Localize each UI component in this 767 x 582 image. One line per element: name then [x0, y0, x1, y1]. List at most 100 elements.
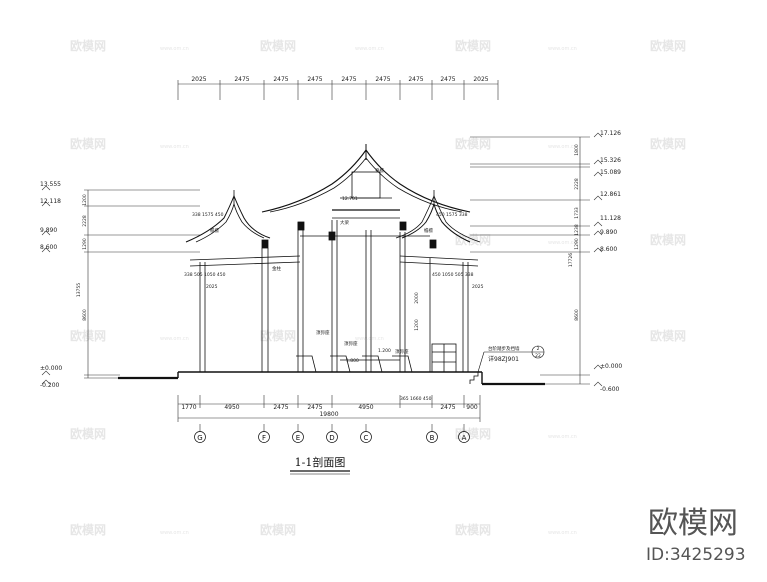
eave-dim: 2025	[472, 284, 484, 290]
watermark: 欧模网	[455, 38, 491, 53]
level-label: ±0.000	[600, 363, 622, 370]
top-dimension-chain	[177, 80, 499, 100]
watermark: 欧模网	[70, 426, 106, 441]
axis-label: F	[262, 434, 266, 442]
watermark: 欧模网	[260, 328, 296, 343]
axis-bubble	[360, 431, 372, 443]
callout-num: 2	[537, 346, 540, 352]
baseboard-label: 须弥座	[344, 340, 358, 347]
level-label: 9.890	[40, 227, 57, 234]
dim-label: 4950	[224, 404, 239, 411]
vert-dim: 17726	[568, 253, 574, 267]
level-label: -0.600	[600, 386, 620, 393]
dim-label: 1770	[181, 404, 196, 411]
dim-label: 2475	[375, 76, 390, 83]
watermark-url: www.om.cn	[548, 46, 577, 52]
detail-dims: 450 1050 505 338	[432, 272, 474, 278]
mid-level: 1.200	[378, 348, 391, 354]
level-label: 12.118	[40, 198, 61, 205]
vert-dim: 1200	[82, 194, 88, 206]
watermark: 欧模网	[455, 426, 491, 441]
watermark-url: www.om.cn	[355, 46, 384, 52]
vert-dim: 1290	[574, 238, 580, 250]
vert-dim: 1733	[574, 207, 580, 219]
dim-label: 2475	[307, 76, 322, 83]
dim-label: 2475	[234, 76, 249, 83]
watermark: 欧模网	[650, 136, 686, 151]
dim-label: 2025	[191, 76, 206, 83]
ridge-label: 脊檩	[375, 167, 384, 174]
brand-corner: 欧模网 ID:3425293	[646, 506, 746, 565]
vert-dim: 2228	[82, 215, 88, 227]
watermark: 欧模网	[260, 38, 296, 53]
vert-dim: 2000	[414, 292, 420, 304]
watermark: 欧模网	[70, 136, 106, 151]
vert-dim: 1290	[82, 238, 88, 250]
dim-label: 2475	[440, 76, 455, 83]
dim-label: 2475	[273, 404, 288, 411]
level-label: 11.128	[600, 215, 621, 222]
vert-dim: 13755	[76, 283, 82, 297]
watermark: 欧模网	[455, 136, 491, 151]
detail-dims: 338 505 1050 450	[184, 272, 226, 278]
building-section	[118, 144, 545, 386]
axis-bubble	[194, 431, 206, 443]
watermark: 欧模网	[70, 522, 106, 537]
callout-num: 22	[535, 353, 541, 359]
vert-dim: 2228	[574, 178, 580, 190]
vert-dim: 1238	[574, 224, 580, 236]
watermark-layer: 欧模网 欧模网 欧模网 欧模网 欧模网 欧模网 欧模网 欧模网 欧模网 欧模网 …	[70, 38, 686, 537]
column-label: 金柱	[272, 265, 281, 272]
axis-labels: G F E D C B A	[197, 434, 466, 442]
eave-dim: 2025	[206, 284, 218, 290]
axis-label: D	[329, 434, 334, 442]
dim-label: 2475	[408, 76, 423, 83]
section-title: 1-1剖面图	[295, 455, 346, 469]
stair-callout: 台阶踏步及挡墙 详98ZJ901 2 22	[477, 345, 545, 373]
right-level-labels: 17.126 15.326 15.089 12.861 11.128 9.890…	[568, 130, 622, 393]
dim-label: 2475	[341, 76, 356, 83]
level-label: 13.555	[40, 181, 61, 188]
axis-label: E	[296, 434, 300, 442]
level-label: 17.126	[600, 130, 621, 137]
watermark-url: www.om.cn	[355, 336, 384, 342]
callout-text: 台阶踏步及挡墙	[488, 345, 520, 352]
mid-level: 1.800	[346, 358, 359, 364]
level-label: ±0.000	[40, 365, 62, 372]
building-annotations: 檐檩 檐檩 脊檩 大梁 金柱 须弥座 须弥座 须弥座 12.701 1.800 …	[184, 167, 484, 364]
dim-label: 2475	[273, 76, 288, 83]
level-label: 9.890	[600, 229, 617, 236]
detail-dims: 450 1575 338	[436, 212, 468, 218]
watermark-url: www.om.cn	[160, 144, 189, 150]
level-label: 8.600	[40, 244, 57, 251]
watermark-url: www.om.cn	[548, 530, 577, 536]
baseboard-label: 须弥座	[395, 348, 409, 355]
watermark: 欧模网	[455, 522, 491, 537]
baseboard-label: 须弥座	[316, 329, 330, 336]
level-label: -0.200	[40, 382, 60, 389]
detail-dims: 338 1575 450	[192, 212, 224, 218]
axis-bubble	[258, 431, 270, 443]
dim-label: 4950	[358, 404, 373, 411]
dim-label: 2475	[440, 404, 455, 411]
total-width: 19800	[319, 411, 338, 418]
right-elevation-scale	[470, 132, 603, 387]
watermark-url: www.om.cn	[160, 46, 189, 52]
left-elevation-scale	[41, 185, 200, 385]
ridge-level: 12.701	[342, 196, 358, 202]
top-dimension-labels: 2025 2475 2475 2475 2475 2475 2475 2475 …	[191, 76, 488, 83]
bottom-dimension-labels: 1770 4950 2475 2475 4950 2475 900 365 16…	[181, 396, 478, 418]
watermark-url: www.om.cn	[548, 240, 577, 246]
bottom-dimension-chain	[177, 395, 481, 432]
brand-id: ID:3425293	[646, 545, 746, 565]
vert-dim: 8600	[82, 309, 88, 321]
level-label: 8.600	[600, 246, 617, 253]
level-label: 12.861	[600, 191, 621, 198]
watermark-url: www.om.cn	[160, 336, 189, 342]
callout-ref: 详98ZJ901	[488, 355, 519, 363]
brand-logo: 欧模网	[648, 506, 738, 541]
axis-bubble	[426, 431, 438, 443]
watermark: 欧模网	[260, 522, 296, 537]
dim-label: 2025	[473, 76, 488, 83]
